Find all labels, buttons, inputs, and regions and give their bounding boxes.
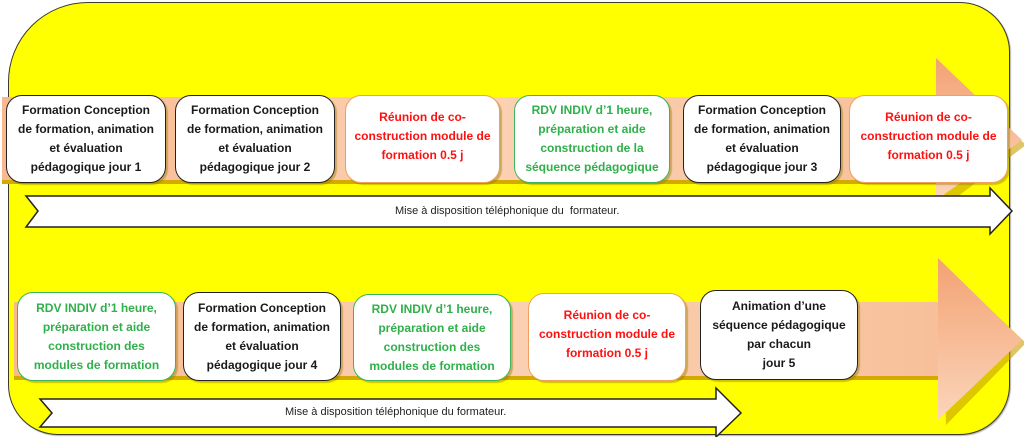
row1-phone-support-arrow — [24, 186, 1014, 236]
row2-step-3-rdv-indiv: RDV INDIV d’1 heure, préparation et aide… — [353, 294, 511, 381]
row1-step-1-formation-jour1: Formation Conception de formation, anima… — [6, 95, 166, 183]
row1-step-6-reunion: Réunion de co- construction module de fo… — [849, 95, 1008, 183]
row2-step-4-reunion: Réunion de co- construction module de fo… — [528, 293, 686, 381]
row2-phone-support-label: Mise à disposition téléphonique du forma… — [285, 406, 507, 418]
row2-step-1-rdv-indiv: RDV INDIV d’1 heure, préparation et aide… — [17, 292, 176, 381]
row2-phone-support-arrow — [38, 386, 743, 437]
row2-step-2-formation-jour4: Formation Conception de formation, anima… — [183, 292, 341, 381]
row2-step-5-animation-jour5: Animation d’une séquence pédagogique par… — [700, 290, 858, 380]
row1-step-3-reunion: Réunion de co- construction module de fo… — [345, 95, 500, 183]
row1-step-4-rdv-indiv: RDV INDIV d’1 heure, préparation et aide… — [514, 95, 670, 183]
row1-step-2-formation-jour2: Formation Conception de formation, anima… — [175, 95, 335, 183]
row1-phone-support-label: Mise à disposition téléphonique du forma… — [395, 205, 620, 217]
row1-step-5-formation-jour3: Formation Conception de formation, anima… — [683, 95, 841, 183]
